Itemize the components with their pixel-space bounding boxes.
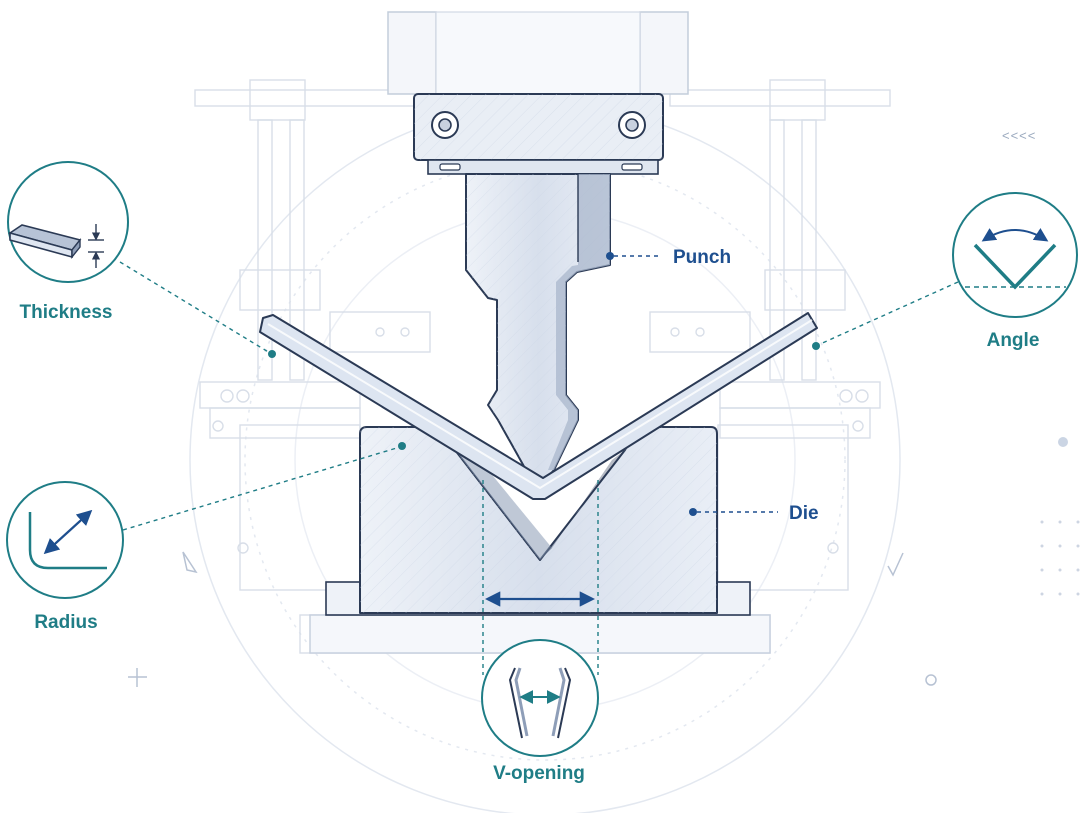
- v-opening-badge: [481, 639, 599, 757]
- clamp-bolt-right-icon: [618, 111, 646, 139]
- die-block: [359, 426, 718, 614]
- angle-badge: [952, 192, 1078, 318]
- v-opening-label: V-opening: [493, 763, 585, 784]
- v-opening-guides: [482, 480, 599, 675]
- thickness-label: Thickness: [20, 302, 113, 323]
- punch-callout: [606, 252, 662, 260]
- angle-label: Angle: [987, 330, 1040, 351]
- radius-callout: [122, 442, 406, 531]
- radius-badge: [6, 481, 124, 599]
- machine-frame-background: [194, 79, 891, 654]
- thickness-badge: [7, 161, 129, 283]
- angle-callout: [812, 281, 959, 350]
- die-label: Die: [789, 503, 819, 524]
- punch-tool: [465, 173, 611, 487]
- sheet-workpiece: [259, 312, 818, 500]
- chevrons-decoration: <<<<: [1002, 128, 1036, 143]
- ring-decoration: [925, 674, 937, 686]
- clamp-bolt-left-icon: [431, 111, 459, 139]
- thickness-callout: [119, 261, 276, 358]
- dot-decoration: [1058, 437, 1068, 447]
- die-callout: [689, 508, 778, 516]
- corner-arrow-left-icon: [182, 551, 198, 574]
- plus-decoration-icon: [128, 668, 147, 687]
- radius-icon: [28, 509, 107, 570]
- corner-arrow-right-icon: [887, 552, 904, 577]
- dot-grid-decoration: [1040, 520, 1080, 596]
- ram-columns: [387, 11, 689, 95]
- thickness-icon: [8, 224, 104, 268]
- radius-label: Radius: [34, 612, 97, 633]
- v-opening-icon: [508, 667, 572, 739]
- angle-icon: [965, 228, 1066, 290]
- punch-clamp: [413, 93, 664, 175]
- punch-label: Punch: [673, 247, 731, 268]
